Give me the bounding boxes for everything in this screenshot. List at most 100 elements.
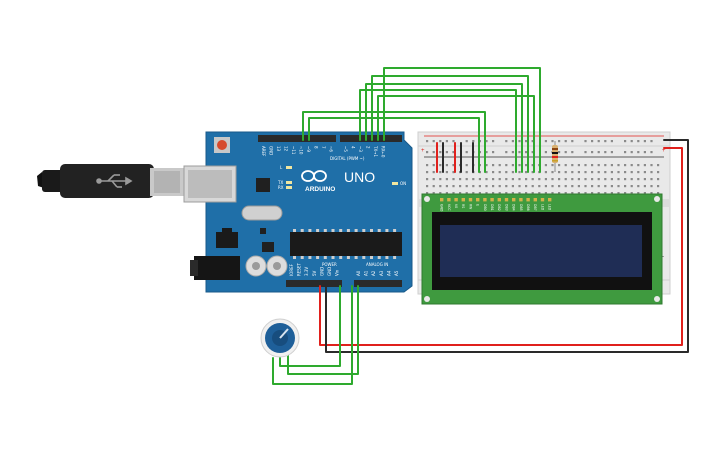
terminal-hole [657,185,660,188]
rail-hole [452,151,455,154]
terminal-hole [584,185,587,188]
lcd-pin-label: LED [548,204,552,211]
terminal-hole [485,185,488,188]
terminal-hole [485,164,488,167]
terminal-hole [637,192,640,195]
terminal-hole [577,164,580,167]
terminal-hole [432,185,435,188]
power-pin-label: GND [319,267,324,276]
terminal-hole [558,164,561,167]
terminal-hole [445,171,448,174]
rail-hole [525,140,528,143]
terminal-hole [518,178,521,181]
terminal-hole [426,192,429,195]
lcd-pin [447,198,451,202]
rail-minus-label: - [662,254,664,260]
rail-hole [485,140,488,143]
terminal-hole [551,178,554,181]
terminal-hole [492,178,495,181]
led-rx [286,186,292,189]
terminal-hole [604,164,607,167]
rail-hole [597,140,600,143]
mcu-pin [370,256,373,259]
wire-pot-1[interactable] [279,285,341,367]
terminal-hole [551,185,554,188]
lcd-pin [548,198,552,202]
rail-hole [511,140,514,143]
led-l-label: L [280,165,283,170]
digital-pin-label: 7 [321,146,326,149]
wire-pot-3[interactable] [287,285,359,375]
mcu-pin [377,229,381,232]
rail-hole [624,151,627,154]
lcd-pin-label: DB4 [512,204,516,211]
terminal-hole [485,178,488,181]
terminal-hole [637,164,640,167]
digital-header-label: DIGITAL (PWM ~) [330,156,365,161]
mcu-pin [300,256,304,259]
rail-plus-label: + [421,148,425,154]
terminal-hole [452,178,455,181]
digital-pin-label: RX←0 [381,146,386,158]
led-on [392,182,398,185]
wire-pin2-db7[interactable] [383,67,541,173]
wire-pin5-db4[interactable] [359,89,517,173]
wire-pin11-e[interactable] [308,117,480,173]
terminal-hole [617,185,620,188]
terminal-hole [630,164,633,167]
digital-pin-label: 4 [351,146,356,149]
terminal-hole [525,192,528,195]
wire-5v-rail[interactable] [319,147,683,346]
terminal-hole [544,164,547,167]
terminal-hole [551,164,554,167]
terminal-hole [478,192,481,195]
mcu-pin [308,229,312,232]
terminal-hole [465,164,468,167]
terminal-hole [531,171,534,174]
analog-header [354,280,402,287]
terminal-hole [492,164,495,167]
reset-button[interactable] [214,137,230,153]
terminal-hole [643,192,646,195]
wire-pin12-rs[interactable] [302,111,486,173]
wire-pin4-db5[interactable] [365,83,523,173]
lcd-pin-label: GND [440,204,444,212]
terminal-hole [511,185,514,188]
wire-pin-extra[interactable] [377,95,535,173]
rail-hole [452,140,455,143]
terminal-hole [571,171,574,174]
led-tx [286,181,292,184]
terminal-hole [571,178,574,181]
wire-pot-2[interactable] [272,285,353,385]
terminal-hole [643,164,646,167]
terminal-hole [518,164,521,167]
resistor[interactable] [552,141,558,172]
digital-pin-label: ~9 [306,146,311,152]
terminal-hole [538,185,541,188]
usb-cable[interactable] [37,164,184,198]
terminal-hole [498,178,501,181]
terminal-hole [478,178,481,181]
terminal-hole [637,171,640,174]
terminal-hole [643,185,646,188]
lcd-pin [454,198,458,202]
terminal-hole [630,185,633,188]
analog-pin-label: A3 [379,270,384,276]
lcd-pin-label: DB0 [483,204,487,211]
rail-hole [531,151,534,154]
wire-pin3-db6[interactable] [371,75,529,173]
terminal-hole [650,171,653,174]
rail-hole [650,151,653,154]
terminal-hole [624,171,627,174]
rail-hole [518,151,521,154]
mcu-pin [316,229,320,232]
wire-gnd-rail[interactable] [325,139,689,353]
potentiometer[interactable] [260,318,300,358]
terminal-hole [531,164,534,167]
rail-hole [564,140,567,143]
lcd-pin [526,198,530,202]
rail-hole [544,151,547,154]
